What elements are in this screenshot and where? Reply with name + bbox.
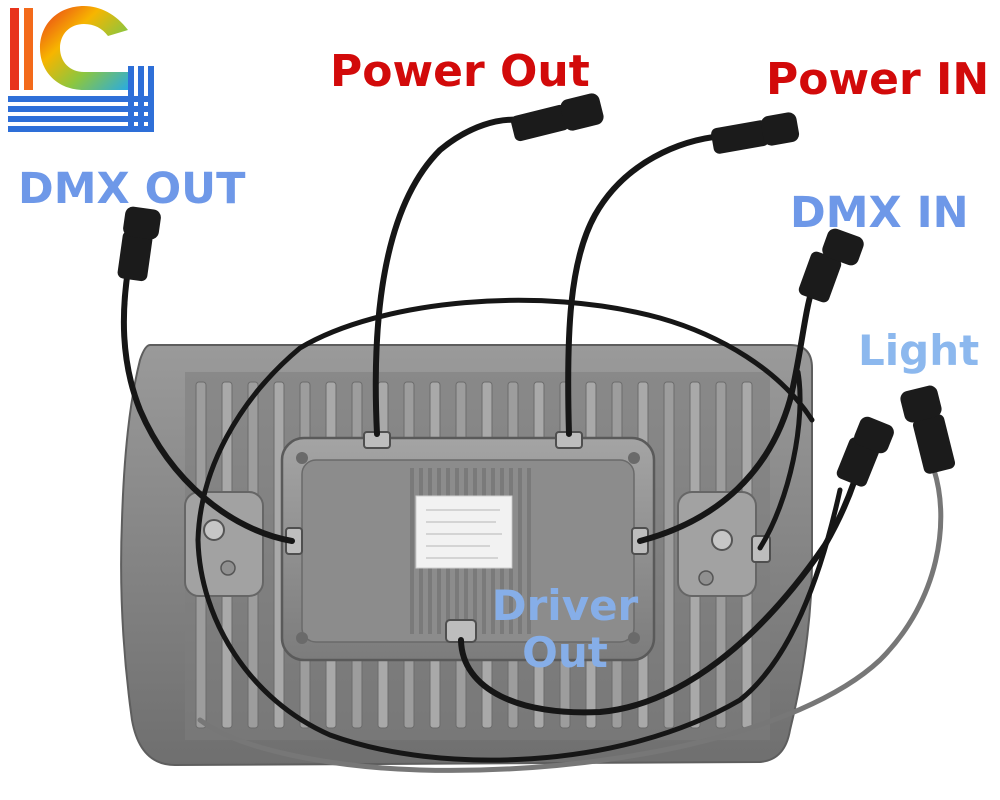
driver-box: [280, 436, 656, 662]
dmx-out-connector: [117, 206, 161, 282]
light-connector: [900, 385, 956, 474]
power-in-label: Power IN: [766, 54, 990, 105]
driver-box-rib: [527, 468, 531, 634]
power-in-cable: [565, 133, 725, 437]
cable-gland-icon: [285, 431, 771, 643]
power-out-connector: [510, 93, 604, 142]
dmx-in-loop: [757, 369, 803, 551]
light-label: Light: [858, 326, 980, 375]
power-in-connector: [711, 112, 800, 154]
driver-out-label-line2: Out: [522, 628, 608, 678]
driver-box-rib: [518, 468, 522, 634]
dmx-out-label: DMX OUT: [18, 164, 246, 214]
driver-box-rib: [410, 468, 414, 634]
spec-sticker: [415, 495, 513, 569]
driver-out-label: Driver Out: [490, 582, 640, 676]
dmx-out-cable: [120, 267, 295, 544]
dmx-in-cable: [637, 287, 815, 544]
power-out-label: Power Out: [330, 46, 590, 97]
cable-loop-bottom: [195, 487, 843, 763]
cable-loop-top: [195, 297, 815, 543]
cables: [120, 116, 944, 773]
heat-sink-fin: [663, 381, 675, 729]
power-out-cable: [372, 116, 523, 437]
light-cable: [197, 467, 944, 773]
dmx-in-label: DMX IN: [790, 188, 969, 238]
driver-out-connector: [836, 416, 894, 487]
waterproof-connector-icon: [117, 93, 956, 487]
driver-out-label-line1: Driver: [491, 581, 639, 630]
driver-out-cable: [458, 452, 865, 716]
left-mounting-bracket: [184, 491, 264, 597]
dmx-in-connector: [798, 228, 864, 303]
lc-logo-icon: [8, 6, 154, 132]
